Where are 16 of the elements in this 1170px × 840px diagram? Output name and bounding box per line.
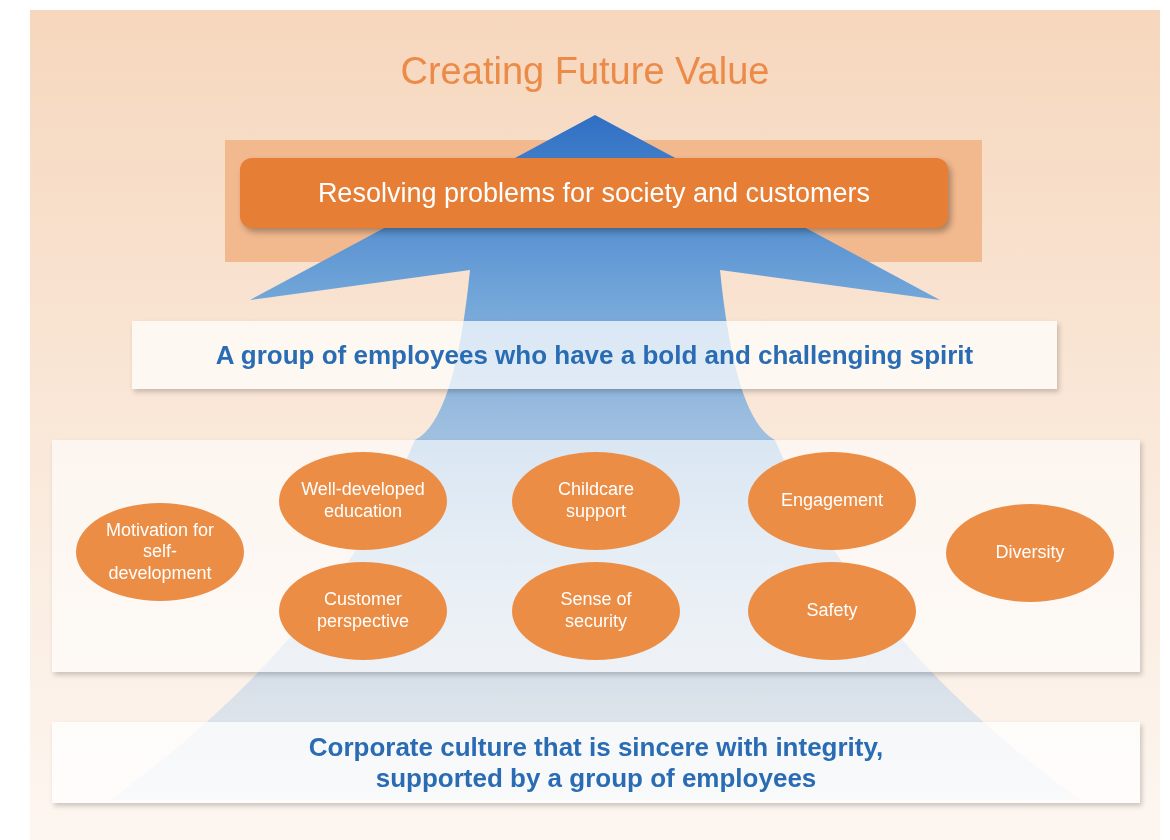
title: Creating Future Value — [399, 50, 771, 93]
node-text: Childcare support — [556, 479, 635, 523]
node-text: Corporate culture that is sincere with integrity, supported by a group of employees — [307, 731, 885, 794]
node-text: Resolving problems for society and customers — [317, 177, 871, 209]
node-text: Engagement — [780, 490, 884, 512]
node-text: Customer perspective — [315, 589, 411, 633]
node-text: Sense of security — [559, 589, 633, 633]
node-text: Well-developed education — [301, 479, 425, 523]
node-text: Motivation for self-development — [104, 519, 215, 585]
values-panel — [52, 440, 1140, 672]
statement-banner — [52, 722, 1140, 803]
node-text: Diversity — [995, 542, 1065, 564]
node-text: Safety — [806, 600, 858, 622]
goal-box — [240, 158, 948, 228]
node-text: A group of employees who have a bold and challenging spirit — [215, 339, 974, 371]
statement-banner — [132, 321, 1057, 389]
